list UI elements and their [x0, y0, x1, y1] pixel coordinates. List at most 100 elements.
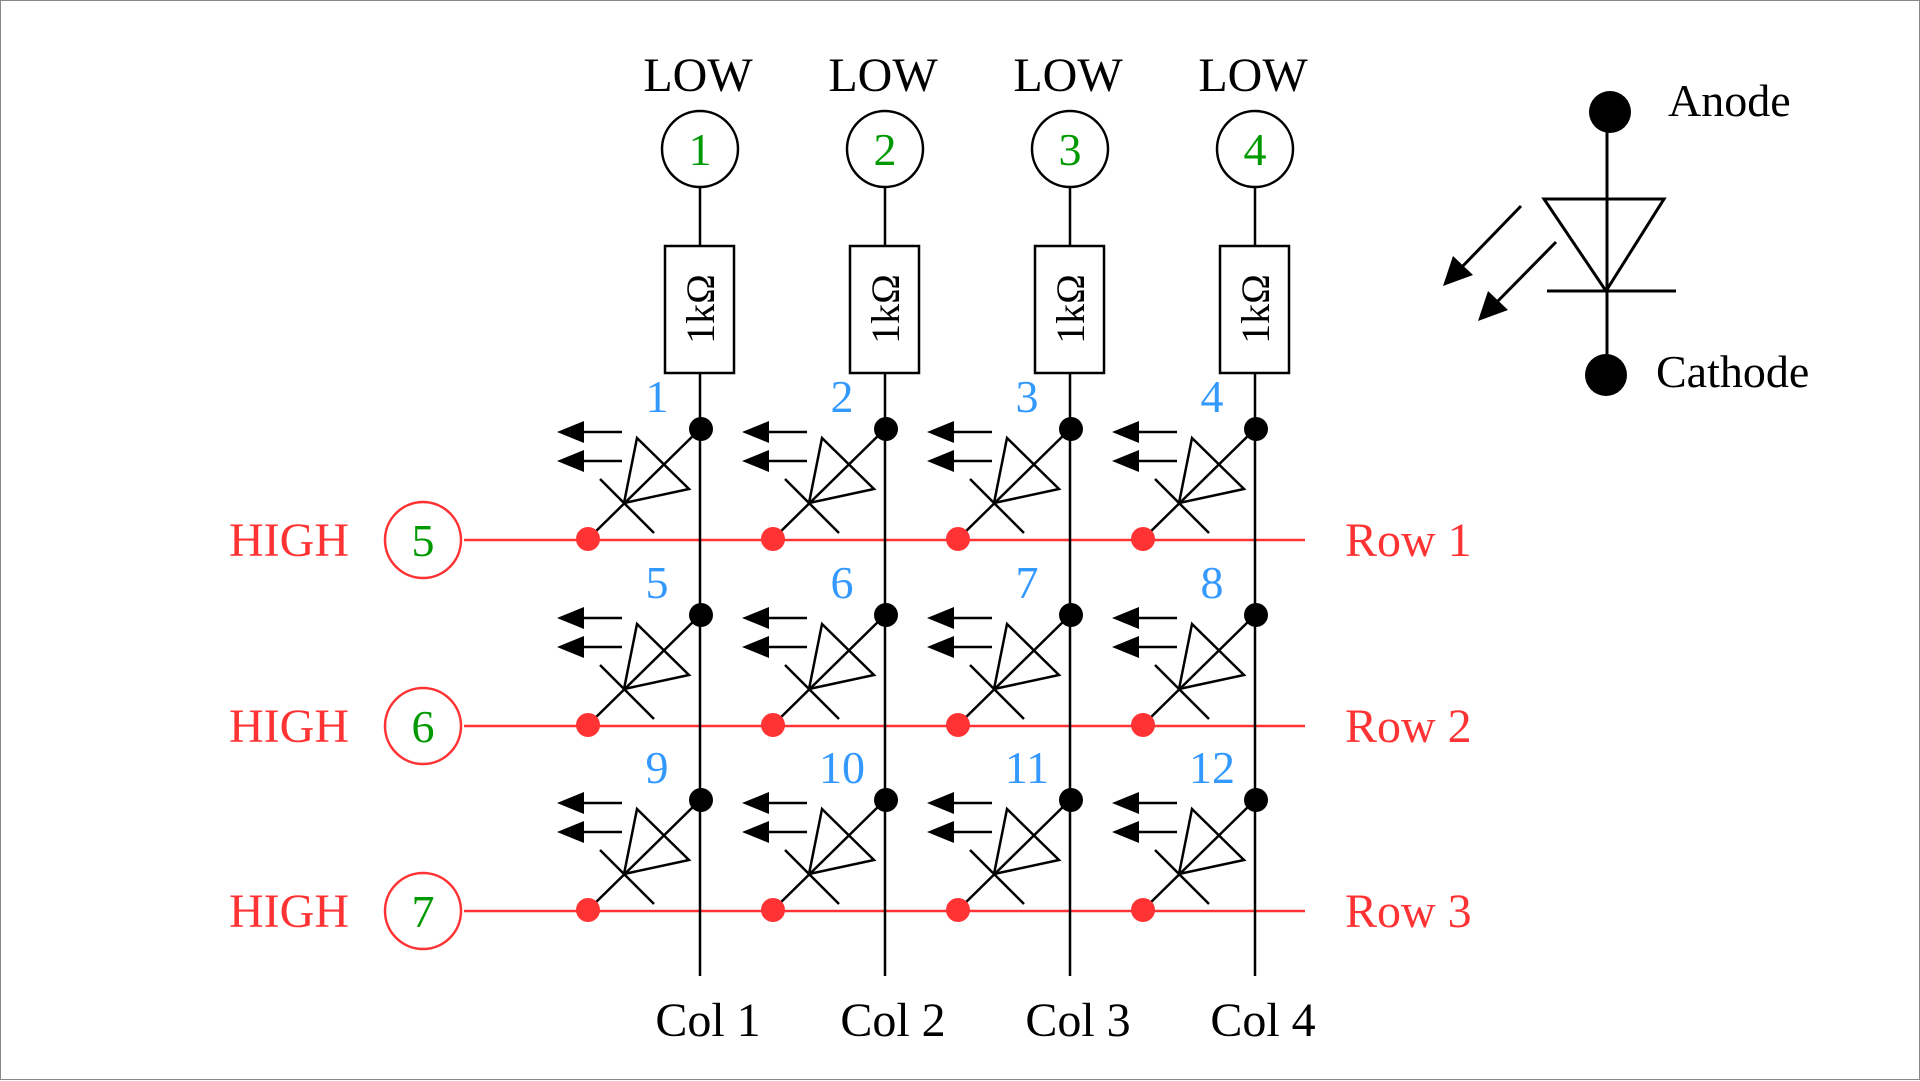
led-11: 11: [927, 742, 1083, 922]
led-12: 12: [1112, 742, 1268, 922]
led-triangle-icon: [992, 806, 1062, 876]
led-triangle-icon: [1177, 621, 1247, 691]
cathode-junction-dot: [576, 713, 600, 737]
led-number: 5: [646, 557, 669, 608]
led-triangle-icon: [622, 435, 692, 505]
led-cathode-bar: [784, 664, 840, 720]
led-cathode-bar: [969, 849, 1025, 905]
light-arrow-icon: [927, 792, 954, 814]
light-arrow-icon: [927, 607, 954, 629]
light-arrow-icon: [742, 792, 769, 814]
led-number: 7: [1016, 557, 1039, 608]
led-triangle-icon: [992, 621, 1062, 691]
resistor-icon: [1218, 244, 1291, 375]
led-wire: [772, 614, 886, 726]
led-triangle-icon: [807, 435, 877, 505]
led-number: 11: [1005, 742, 1049, 793]
column-pin-circle: [845, 109, 925, 189]
led-wire: [587, 799, 701, 911]
cathode-junction-dot: [761, 713, 785, 737]
column-label: Col 3: [1025, 994, 1130, 1047]
row-label: Row 1: [1345, 514, 1472, 567]
led-cathode-bar: [1154, 664, 1210, 720]
resistor-value: 1kΩ: [1048, 274, 1093, 344]
light-arrow-icon: [1112, 792, 1139, 814]
legend-led-triangle: [1541, 197, 1667, 294]
anode-junction-dot: [1059, 603, 1083, 627]
row-label: Row 3: [1345, 885, 1472, 938]
led-wire: [587, 428, 701, 540]
column-state-label: LOW: [643, 49, 753, 102]
cathode-junction-dot: [946, 713, 970, 737]
row-pin-number: 6: [412, 701, 435, 752]
light-arrow-icon: [742, 421, 769, 443]
led-number: 9: [646, 742, 669, 793]
led-triangle-icon: [1177, 435, 1247, 505]
led-cathode-bar: [599, 664, 655, 720]
column-pin-circle: [1215, 109, 1295, 189]
led-number: 4: [1201, 371, 1224, 422]
row-label: Row 2: [1345, 700, 1472, 753]
led-cathode-bar: [599, 478, 655, 534]
led-number: 2: [831, 371, 854, 422]
led-triangle-icon: [992, 435, 1062, 505]
light-arrow-icon: [557, 450, 584, 472]
light-arrow-icon: [1112, 450, 1139, 472]
led-6: 6: [742, 557, 898, 737]
anode-junction-dot: [1244, 603, 1268, 627]
led-number: 6: [831, 557, 854, 608]
led-cathode-bar: [784, 849, 840, 905]
resistor-icon: [848, 244, 921, 375]
anode-junction-dot: [689, 788, 713, 812]
column-state-label: LOW: [1198, 49, 1308, 102]
light-arrow-icon: [927, 636, 954, 658]
led-wire: [957, 614, 1071, 726]
light-arrow-icon: [742, 450, 769, 472]
led-2: 2: [742, 371, 898, 551]
led-triangle-icon: [622, 621, 692, 691]
cathode-junction-dot: [761, 527, 785, 551]
led-cathode-bar: [1154, 478, 1210, 534]
legend: Anode Cathode: [1443, 75, 1809, 397]
cathode-junction-dot: [1131, 713, 1155, 737]
light-arrow-icon: [742, 821, 769, 843]
led-triangle-icon: [807, 806, 877, 876]
led-number: 3: [1016, 371, 1039, 422]
row-state-label: HIGH: [229, 885, 349, 938]
row-pin-number: 5: [412, 515, 435, 566]
light-arrow-icon: [1112, 821, 1139, 843]
led-cathode-bar: [1154, 849, 1210, 905]
light-arrow-icon: [557, 821, 584, 843]
cathode-junction-dot: [1131, 898, 1155, 922]
resistor-icon: [663, 244, 736, 375]
light-arrow-icon: [557, 421, 584, 443]
row-pin-number: 7: [412, 886, 435, 937]
cathode-junction-dot: [946, 898, 970, 922]
anode-junction-dot: [1244, 417, 1268, 441]
column-label: Col 1: [655, 994, 760, 1047]
led-cathode-bar: [599, 849, 655, 905]
light-arrow-icon: [927, 421, 954, 443]
light-arrow-icon: [742, 636, 769, 658]
anode-label: Anode: [1668, 75, 1791, 126]
column-state-label: LOW: [828, 49, 938, 102]
led-wire: [772, 799, 886, 911]
anode-junction-dot: [1244, 788, 1268, 812]
column-label: Col 4: [1210, 994, 1315, 1047]
cathode-junction-dot: [576, 527, 600, 551]
anode-junction-dot: [874, 603, 898, 627]
column-pin-circle: [1030, 109, 1110, 189]
light-arrow-icon: [927, 821, 954, 843]
cathode-junction-dot: [576, 898, 600, 922]
anode-junction-dot: [689, 417, 713, 441]
anode-terminal-icon: [1589, 91, 1631, 133]
light-arrow-icon: [557, 636, 584, 658]
led-number: 8: [1201, 557, 1224, 608]
